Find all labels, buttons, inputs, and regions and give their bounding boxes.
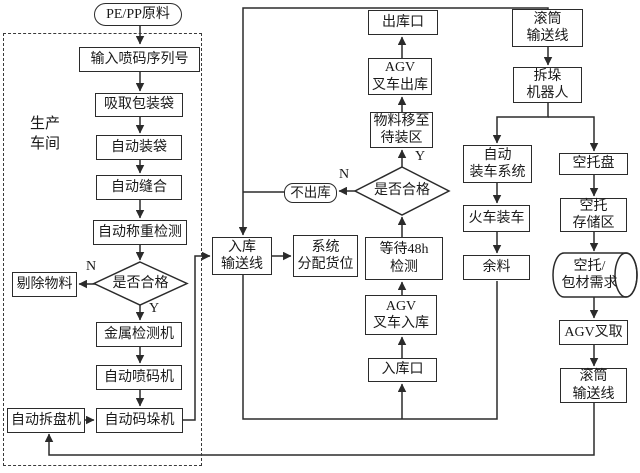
node-agv-forklift-inbound: AGV 叉车入库 (365, 295, 437, 335)
node-auto-weighing-check: 自动称重检测 (93, 220, 187, 245)
check2-diamond-shape (353, 166, 451, 216)
check2-yes-label: Y (415, 149, 426, 164)
node-inbound-conveyor: 入库 输送线 (212, 237, 272, 275)
node-agv-forklift-outbound: AGV 叉车出库 (368, 58, 432, 95)
node-pallet-packaging-demand: 空托/ 包材需求 (561, 258, 618, 292)
node-wait-48h-inspection: 等待48h 检测 (365, 237, 443, 280)
check1-diamond-shape (92, 261, 189, 306)
node-roller-conveyor-top: 滚筒 输送线 (512, 9, 583, 47)
node-agv-pick: AGV叉取 (559, 320, 628, 345)
check1-yes-label: Y (149, 301, 160, 316)
edge-inconveyor-and-leftover-bus (242, 275, 498, 420)
node-input-serial-number: 输入喷码序列号 (79, 47, 200, 72)
node-check1-label: 是否合格 (112, 276, 169, 292)
pallet-demand-cylinder-end (614, 252, 638, 298)
node-inbound-gate: 入库口 (368, 358, 437, 382)
node-metal-detector: 金属检测机 (96, 322, 182, 347)
production-workshop-label: 生产 车间 (29, 116, 60, 153)
node-auto-depalletizer: 自动拆盘机 (7, 408, 85, 433)
node-roller-conveyor-bottom: 滚筒 输送线 (560, 368, 627, 403)
node-auto-truck-loading-system: 自动 装车系统 (463, 145, 532, 183)
node-leftover-material: 余料 (463, 255, 530, 280)
node-suck-packaging-bag: 吸取包装袋 (95, 93, 183, 117)
node-empty-pallet-storage: 空托 存储区 (560, 198, 627, 232)
node-pe-pp-material: PE/PP原料 (94, 3, 182, 26)
node-auto-inkjet-coder: 自动喷码机 (96, 365, 182, 390)
node-auto-sewing: 自动缝合 (96, 175, 182, 200)
edge-robot-to-autoload (492, 103, 549, 144)
node-train-loading: 火车装车 (463, 205, 530, 232)
production-workshop-region (3, 33, 202, 466)
node-reject-material: 剔除物料 (12, 272, 77, 297)
edge-robot-to-emptypallet (548, 116, 599, 152)
edge-palletizer-to-inconveyor (183, 251, 211, 421)
node-check2-label: 是否合格 (374, 183, 430, 199)
node-no-outbound: 不出库 (284, 183, 337, 203)
check2-no-label: N (339, 167, 350, 182)
node-move-to-staging-area: 物料移至 待装区 (370, 112, 433, 148)
check1-no-label: N (86, 259, 97, 274)
edge-rollerbottom-to-depalletizer (44, 403, 595, 456)
node-auto-palletizer: 自动码垛机 (96, 408, 183, 433)
node-system-assign-slot: 系统 分配货位 (293, 235, 358, 277)
node-auto-bagging: 自动装袋 (96, 135, 182, 160)
node-depalletizing-robot: 拆垛 机器人 (513, 67, 582, 103)
node-outbound-gate: 出库口 (368, 10, 438, 35)
node-empty-pallet: 空托盘 (559, 153, 628, 175)
